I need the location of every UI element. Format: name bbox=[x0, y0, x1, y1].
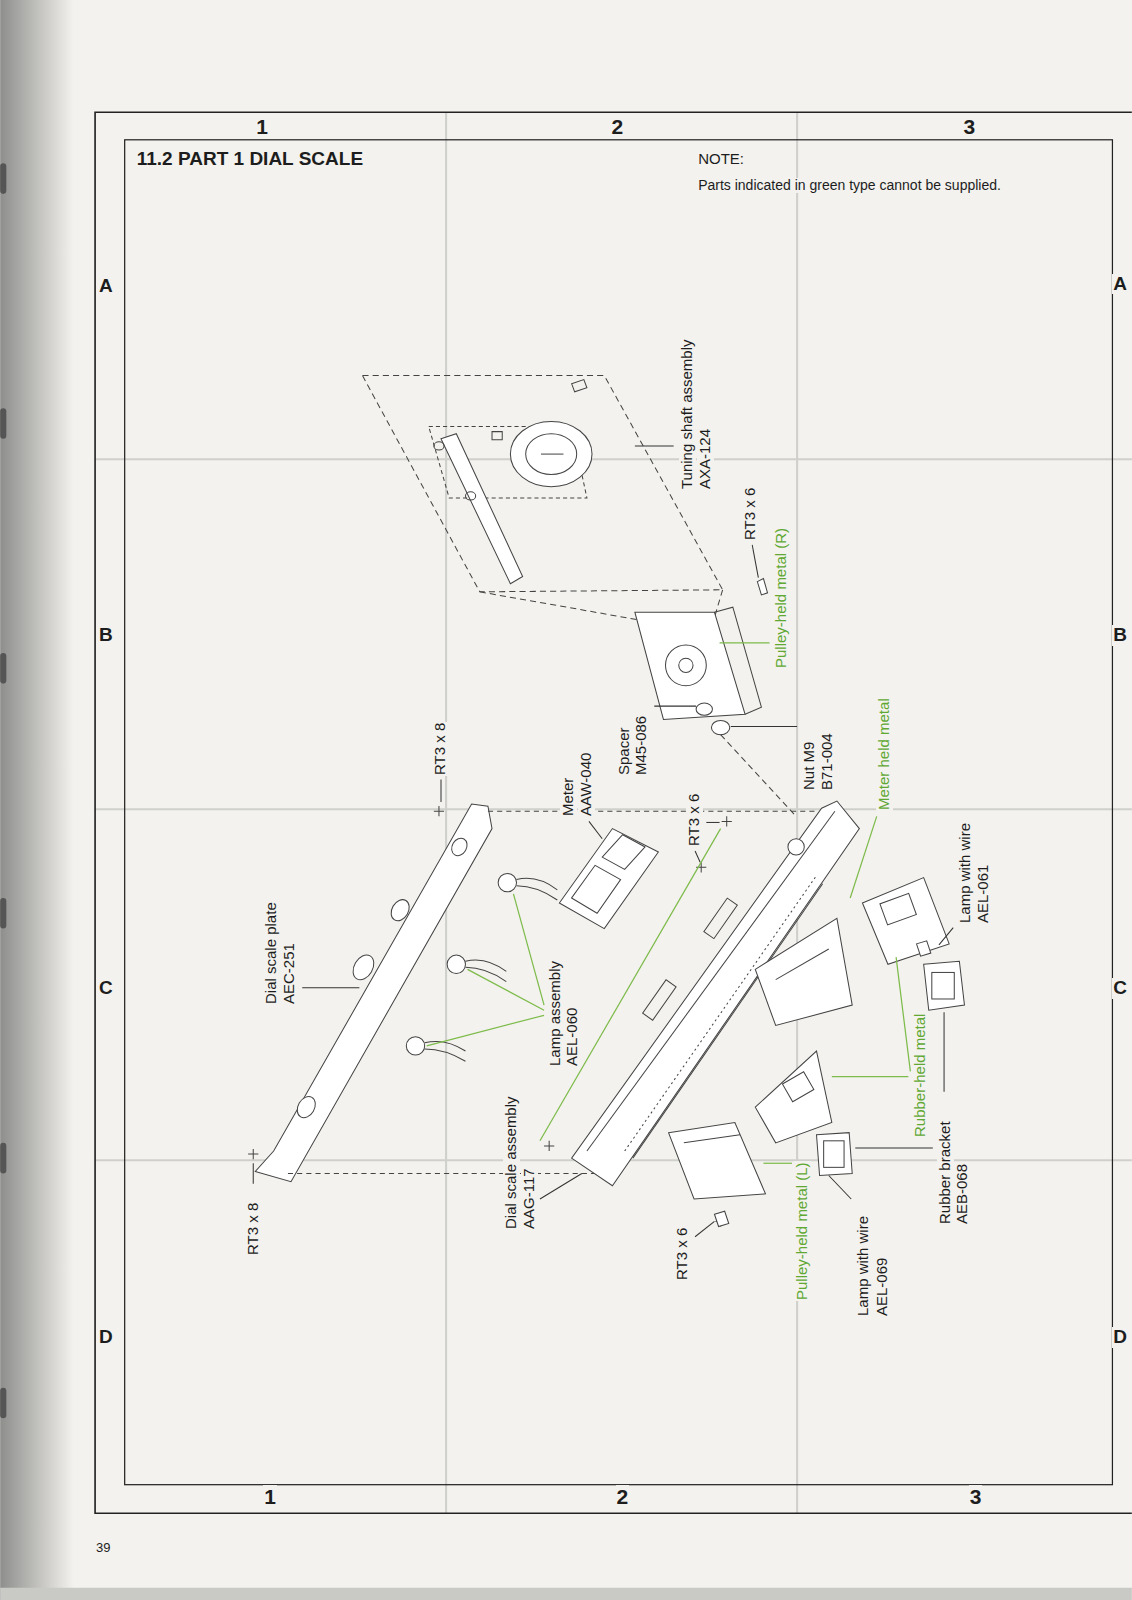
grid-letter: D bbox=[1112, 1327, 1128, 1348]
note-text: Parts indicated in green type cannot be … bbox=[697, 178, 1002, 193]
frame bbox=[95, 112, 1132, 1513]
part-number: AAG-117 bbox=[521, 1167, 538, 1230]
part-name: Rubber bracket bbox=[937, 1120, 954, 1225]
part-number: B71-004 bbox=[819, 732, 836, 791]
screw-label: RT3 x 8 bbox=[245, 1201, 262, 1255]
part-number: AEL-061 bbox=[975, 863, 992, 923]
bottom-edge bbox=[0, 1588, 1132, 1600]
part-name: Lamp with wire bbox=[855, 1215, 872, 1317]
part-number: AXA-124 bbox=[697, 428, 714, 490]
part-number: AAW-040 bbox=[578, 751, 595, 816]
part-name: Dial scale plate bbox=[263, 902, 280, 1006]
leader-lines bbox=[253, 446, 953, 1237]
grid-lines bbox=[95, 112, 1132, 1513]
part-name: Dial scale assembly bbox=[503, 1095, 520, 1230]
pulley-bracket-r bbox=[635, 579, 796, 817]
page-number: 39 bbox=[95, 1541, 111, 1555]
screw-label: RT3 x 6 bbox=[686, 793, 703, 847]
grid-letter: C bbox=[1112, 978, 1128, 999]
part-name: Tuning shaft assembly bbox=[679, 338, 696, 490]
grid-number: 1 bbox=[263, 1485, 277, 1508]
binding-shadow bbox=[0, 0, 73, 1600]
part-number: AEC-251 bbox=[281, 943, 298, 1006]
screw-label: RT3 x 8 bbox=[432, 722, 449, 776]
part-name: Nut M9 bbox=[801, 741, 818, 791]
part-number: M45-086 bbox=[633, 715, 650, 776]
part-name: Spacer bbox=[616, 726, 633, 776]
lamp-bulbs bbox=[406, 873, 557, 1061]
diagram-title: 11.2 PART 1 DIAL SCALE bbox=[136, 149, 364, 170]
grid-number: 3 bbox=[963, 115, 977, 138]
meter bbox=[559, 829, 658, 929]
part-name: Rubber-held metal bbox=[912, 1013, 929, 1138]
grid-number: 2 bbox=[616, 1485, 630, 1508]
part-name: Lamp assembly bbox=[547, 960, 564, 1067]
grid-letter: B bbox=[1112, 625, 1128, 646]
side-brackets bbox=[669, 878, 965, 1227]
binder-tabs bbox=[0, 163, 6, 1418]
grid-number: 3 bbox=[969, 1485, 983, 1508]
green-leader-lines bbox=[427, 643, 911, 1163]
part-name: Lamp with wire bbox=[957, 822, 974, 924]
note-heading: NOTE: bbox=[697, 151, 745, 168]
grid-number: 1 bbox=[255, 115, 269, 138]
tuning-shaft bbox=[362, 376, 722, 623]
part-number: AEL-060 bbox=[564, 1006, 581, 1066]
grid-letter: C bbox=[98, 978, 114, 999]
screw-label: RT3 x 6 bbox=[742, 487, 759, 541]
part-name: Pulley-held metal (R) bbox=[773, 527, 790, 669]
part-name: Pulley-held metal (L) bbox=[794, 1162, 811, 1302]
grid-letter: B bbox=[98, 625, 114, 646]
part-name: Meter bbox=[560, 776, 577, 816]
dial-scale-assembly bbox=[544, 801, 859, 1227]
grid-number: 2 bbox=[610, 115, 624, 138]
grid-letter: A bbox=[1112, 274, 1128, 295]
part-number: AEL-069 bbox=[874, 1256, 891, 1316]
grid-letter: A bbox=[98, 276, 114, 297]
screw-label: RT3 x 6 bbox=[674, 1227, 691, 1281]
grid-letter: D bbox=[98, 1327, 114, 1348]
part-name: Meter held metal bbox=[876, 698, 893, 812]
part-number: AEB-068 bbox=[954, 1163, 971, 1225]
